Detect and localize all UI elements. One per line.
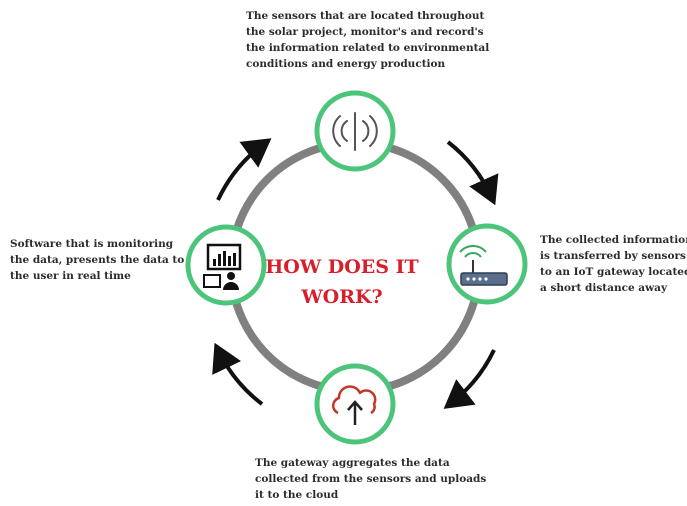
step-text-line: the information related to environmental	[246, 42, 490, 54]
step-text-line: Software that is monitoring	[10, 238, 174, 250]
arrow-top-to-right	[446, 140, 499, 206]
arrow-right-to-bottom	[443, 349, 496, 409]
step-text-line: it to the cloud	[255, 489, 339, 501]
step-text-line: to an IoT gateway located	[540, 266, 687, 278]
diagram-title-line: HOW DOES IT	[265, 256, 419, 278]
node-gateway	[446, 223, 528, 305]
cloud-upload-icon	[332, 385, 377, 425]
step-text-line: The sensors that are located throughout	[246, 10, 485, 22]
step-software-description: Software that is monitoring the data, pr…	[10, 236, 184, 284]
step-text-line: the data, presents the data to	[10, 254, 185, 266]
node-cloud	[314, 363, 396, 445]
node-software	[185, 224, 267, 306]
diagram-title-line: WORK?	[301, 286, 383, 308]
step-text-line: the solar project, monitor's and record'…	[246, 26, 484, 38]
step-text-line: the user in real time	[10, 270, 131, 282]
step-gateway-description: The collected information is transferred…	[540, 232, 687, 296]
node-sensors	[314, 90, 396, 172]
step-cloud-description: The gateway aggregates the data collecte…	[255, 455, 486, 503]
step-text-line: conditions and energy production	[246, 58, 446, 70]
arrow-bottom-to-left	[212, 342, 264, 406]
monitoring-dashboard-icon	[203, 243, 242, 290]
diagram-title: HOW DOES IT WORK?	[262, 252, 422, 312]
step-text-line: a short distance away	[540, 282, 668, 294]
sensor-signal-icon	[332, 112, 378, 151]
step-text-line: is transferred by sensors	[540, 250, 686, 262]
step-text-line: The collected information	[540, 234, 687, 246]
step-text-line: collected from the sensors and uploads	[255, 473, 487, 485]
arrow-left-to-top	[216, 138, 272, 201]
step-sensors-description: The sensors that are located throughout …	[246, 8, 489, 72]
step-text-line: The gateway aggregates the data	[255, 457, 450, 469]
iot-gateway-router-icon	[459, 245, 508, 286]
